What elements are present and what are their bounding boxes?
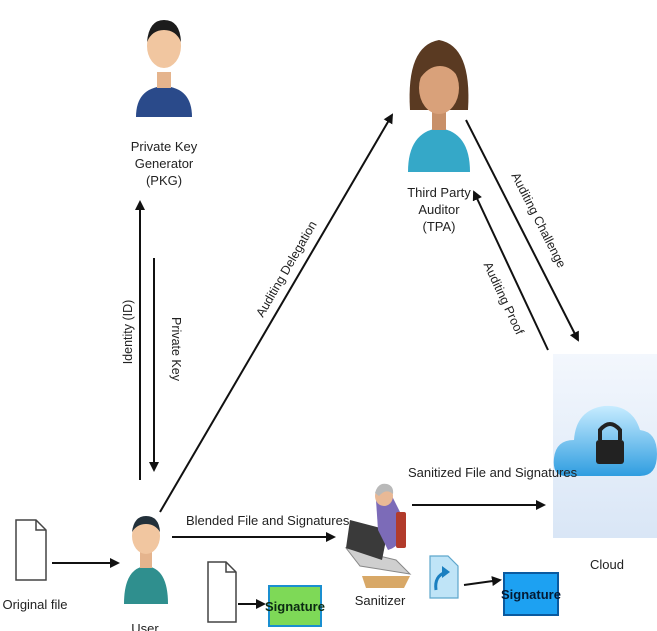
auditing-delegation-arrow: [159, 113, 394, 513]
refresh-document-icon: [429, 555, 459, 599]
signature-box-green: Signature: [265, 585, 325, 627]
identity-label: Identity (ID): [121, 300, 135, 365]
refresh-sig-arrow: [463, 576, 502, 587]
auditing-proof-arrow: [472, 190, 549, 351]
pkg-label-line-1: Private Key: [130, 139, 198, 154]
original-file-label: Original file: [2, 597, 68, 612]
pkg-label-line-3: (PKG): [145, 173, 183, 188]
sanitizer-label: Sanitizer: [354, 593, 406, 608]
tpa-label-line-1: Third Party: [407, 185, 471, 200]
sanitized-label: Sanitized File and Signatures: [408, 465, 578, 480]
tpa-person-icon: [408, 40, 470, 172]
auditing-proof-label: Auditing Proof: [481, 260, 527, 338]
pkg-person-icon: [136, 20, 192, 117]
user-person-icon: [124, 516, 168, 604]
original-file-icon: [15, 519, 47, 581]
auditing-challenge-arrow: [465, 119, 579, 342]
auditing-delegation-label: Auditing Delegation: [253, 219, 319, 320]
tpa-label: Third Party Auditor (TPA): [399, 184, 479, 235]
private-key-label: Private Key: [169, 317, 183, 382]
blended-file-icon: [207, 561, 237, 623]
pkg-label-line-2: Generator: [134, 156, 194, 171]
user-label: User: [131, 621, 159, 631]
cloud-label: Cloud: [590, 557, 624, 572]
cloud-icon: [553, 354, 657, 538]
pkg-label: Private Key Generator (PKG): [124, 138, 204, 189]
tpa-label-line-3: (TPA): [422, 219, 456, 234]
signature-box-blue: Signature: [501, 572, 561, 616]
blended-label: Blended File and Signatures: [186, 513, 350, 528]
sanitizer-person-icon: [344, 483, 412, 588]
tpa-label-line-2: Auditor: [418, 202, 460, 217]
